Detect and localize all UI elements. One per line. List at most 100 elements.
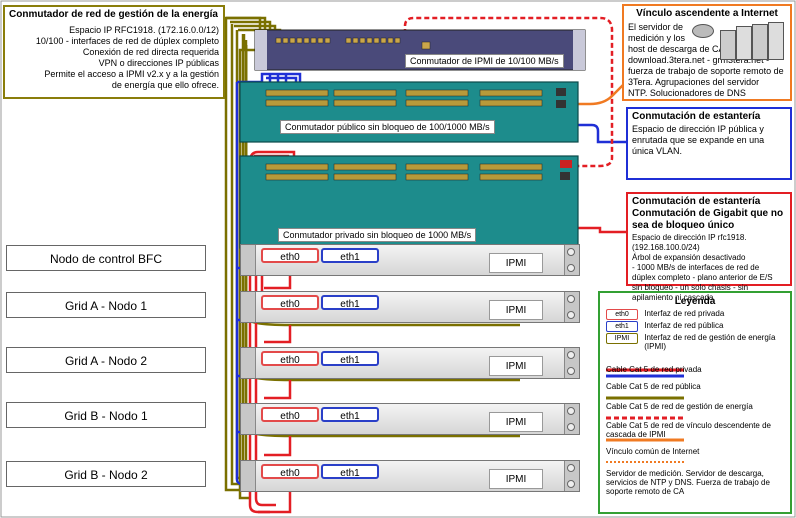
uplink-line: host de descarga de CA [628, 44, 725, 54]
legend-cable-private: Cable Cat 5 de red privada [606, 365, 702, 374]
uplink-line: 3Tera. Agrupaciones del servidor [628, 77, 760, 87]
screw [567, 480, 575, 488]
ipmi-cascade-cable [403, 16, 614, 168]
nic-ipmi: IPMI [489, 469, 543, 489]
legend-samples [606, 368, 684, 463]
public-switching-info: Conmutación de estantería Espacio de dir… [626, 107, 792, 180]
private-switching-info: Conmutación de estantería Conmutación de… [626, 192, 792, 302]
ipmi-switch-caption: Conmutador de IPMI de 10/100 MB/s [405, 54, 564, 68]
public-to-info [565, 123, 628, 144]
nic-ipmi: IPMI [489, 253, 543, 273]
internet-uplink-info: Vínculo ascendente a Internet El servido… [622, 4, 792, 101]
nic-eth0: eth0 [261, 464, 319, 479]
legend-internet-link: Vínculo común de Internet [606, 447, 700, 456]
legend-ipmi-iface-label: Interfaz de red de gestión de energía (I… [644, 333, 776, 351]
node-label-grid-a-2: Grid A - Nodo 2 [6, 347, 206, 373]
internet-link-cable [566, 83, 625, 106]
private-info-title-2: Conmutación de Gigabit que no [632, 208, 784, 219]
nic-ipmi: IPMI [489, 412, 543, 432]
nic-eth1: eth1 [321, 351, 379, 366]
node-label-grid-b-2: Grid B - Nodo 2 [6, 461, 206, 487]
nic-eth1: eth1 [321, 407, 379, 422]
legend: Leyenda eth0 Interfaz de red privada eth… [598, 291, 792, 514]
uplink-line: fuerza de trabajo de soporte remoto de [628, 66, 784, 76]
energy-switch-title: Conmutador de red de gestión de la energ… [9, 9, 218, 20]
public-line: única VLAN. [632, 146, 683, 156]
energy-switch-info: Conmutador de red de gestión de la energ… [3, 5, 225, 99]
legend-eth0-tag: eth0 [606, 309, 638, 320]
legend-cable-public: Cable Cat 5 de red pública [606, 382, 701, 391]
public-line: enrutada que se expande en una [632, 135, 765, 145]
legend-eth1-tag: eth1 [606, 321, 638, 332]
nic-eth1: eth1 [321, 248, 379, 263]
legend-cable-cascade: Cable Cat 5 de red de vínculo descendent… [606, 421, 772, 439]
energy-line: de energía que ello ofrece. [111, 80, 219, 90]
private-node5 [258, 492, 292, 514]
screw [567, 407, 575, 415]
screw [567, 311, 575, 319]
private-node1 [264, 270, 292, 290]
screw [567, 464, 575, 472]
server-rack-icon [720, 22, 784, 62]
router-icon [692, 24, 714, 38]
screw [567, 248, 575, 256]
private-line: Espacio de dirección IP rfc1918. [632, 233, 747, 242]
nic-ipmi: IPMI [489, 356, 543, 376]
legend-ipmi-tag: IPMI [606, 333, 638, 344]
private-switch-caption: Conmutador privado sin bloqueo de 1000 M… [278, 228, 477, 242]
private-node4 [264, 436, 292, 457]
public-line: Espacio de dirección IP pública y [632, 124, 764, 134]
private-line: (192.168.100.0/24) [632, 243, 700, 252]
private-line: apilamiento ni cascada [632, 293, 714, 302]
private-node2 [264, 325, 292, 344]
nic-eth0: eth0 [261, 407, 319, 422]
nic-eth0: eth0 [261, 295, 319, 310]
server-ear [241, 292, 256, 322]
uplink-line: download.3tera.net - grm3tera.net - [628, 55, 770, 65]
nic-ipmi: IPMI [489, 300, 543, 320]
screw [567, 351, 575, 359]
legend-item-ipmi-iface: IPMI Interfaz de red de gestión de energ… [606, 333, 786, 351]
server-bfc-control: eth0 eth1 IPMI [240, 244, 580, 276]
private-line: dúplex completo - plano anterior de E/S [632, 273, 773, 282]
private-node3 [264, 380, 292, 400]
screw [567, 264, 575, 272]
private-line: sin bloqueo - un solo chasis - sin [632, 283, 749, 292]
legend-item-private-iface: eth0 Interfaz de red privada [606, 309, 724, 320]
private-line: Árbol de expansión desactivado [632, 253, 746, 262]
legend-servers-note: Servidor de medición. Servidor de descar… [606, 469, 770, 496]
server-grid-a-2: eth0 eth1 IPMI [240, 347, 580, 379]
private-line: - 1000 MB/s de interfaces de red de [632, 263, 760, 272]
uplink-line: El servidor de [628, 22, 684, 32]
nic-eth0: eth0 [261, 351, 319, 366]
nic-eth1: eth1 [321, 295, 379, 310]
legend-public-iface-label: Interfaz de red pública [644, 321, 724, 330]
nic-eth1: eth1 [321, 464, 379, 479]
energy-line: Espacio IP RFC1918. (172.16.0.0/12) [69, 25, 219, 35]
energy-line: Conexión de red directa requerida [82, 47, 219, 57]
energy-line: Permite el acceso a IPMI v2.x y a la ges… [44, 69, 219, 79]
nic-eth0: eth0 [261, 248, 319, 263]
server-grid-a-1: eth0 eth1 IPMI [240, 291, 580, 323]
screw [567, 295, 575, 303]
server-ear [241, 404, 256, 434]
node-label-grid-b-1: Grid B - Nodo 1 [6, 402, 206, 428]
public-info-title: Conmutación de estantería [632, 111, 761, 122]
energy-line: 10/100 - interfaces de red de dúplex com… [35, 36, 219, 46]
private-info-title-1: Conmutación de estantería [632, 196, 761, 207]
energy-line: VPN o direcciones IP públicas [98, 58, 219, 68]
legend-cable-energy: Cable Cat 5 de red de gestión de energía [606, 402, 753, 411]
private-info-title-3: sea de bloqueo único [632, 220, 735, 231]
private-to-info [566, 226, 628, 234]
uplink-title: Vínculo ascendente a Internet [636, 8, 778, 19]
legend-private-iface-label: Interfaz de red privada [644, 309, 725, 318]
server-grid-b-2: eth0 eth1 IPMI [240, 460, 580, 492]
server-ear [241, 461, 256, 491]
uplink-line: NTP. Solucionadores de DNS [628, 88, 746, 98]
server-ear [241, 348, 256, 378]
node-label-grid-a-1: Grid A - Nodo 1 [6, 292, 206, 318]
server-grid-b-1: eth0 eth1 IPMI [240, 403, 580, 435]
uplink-line: medición y los [628, 33, 686, 43]
